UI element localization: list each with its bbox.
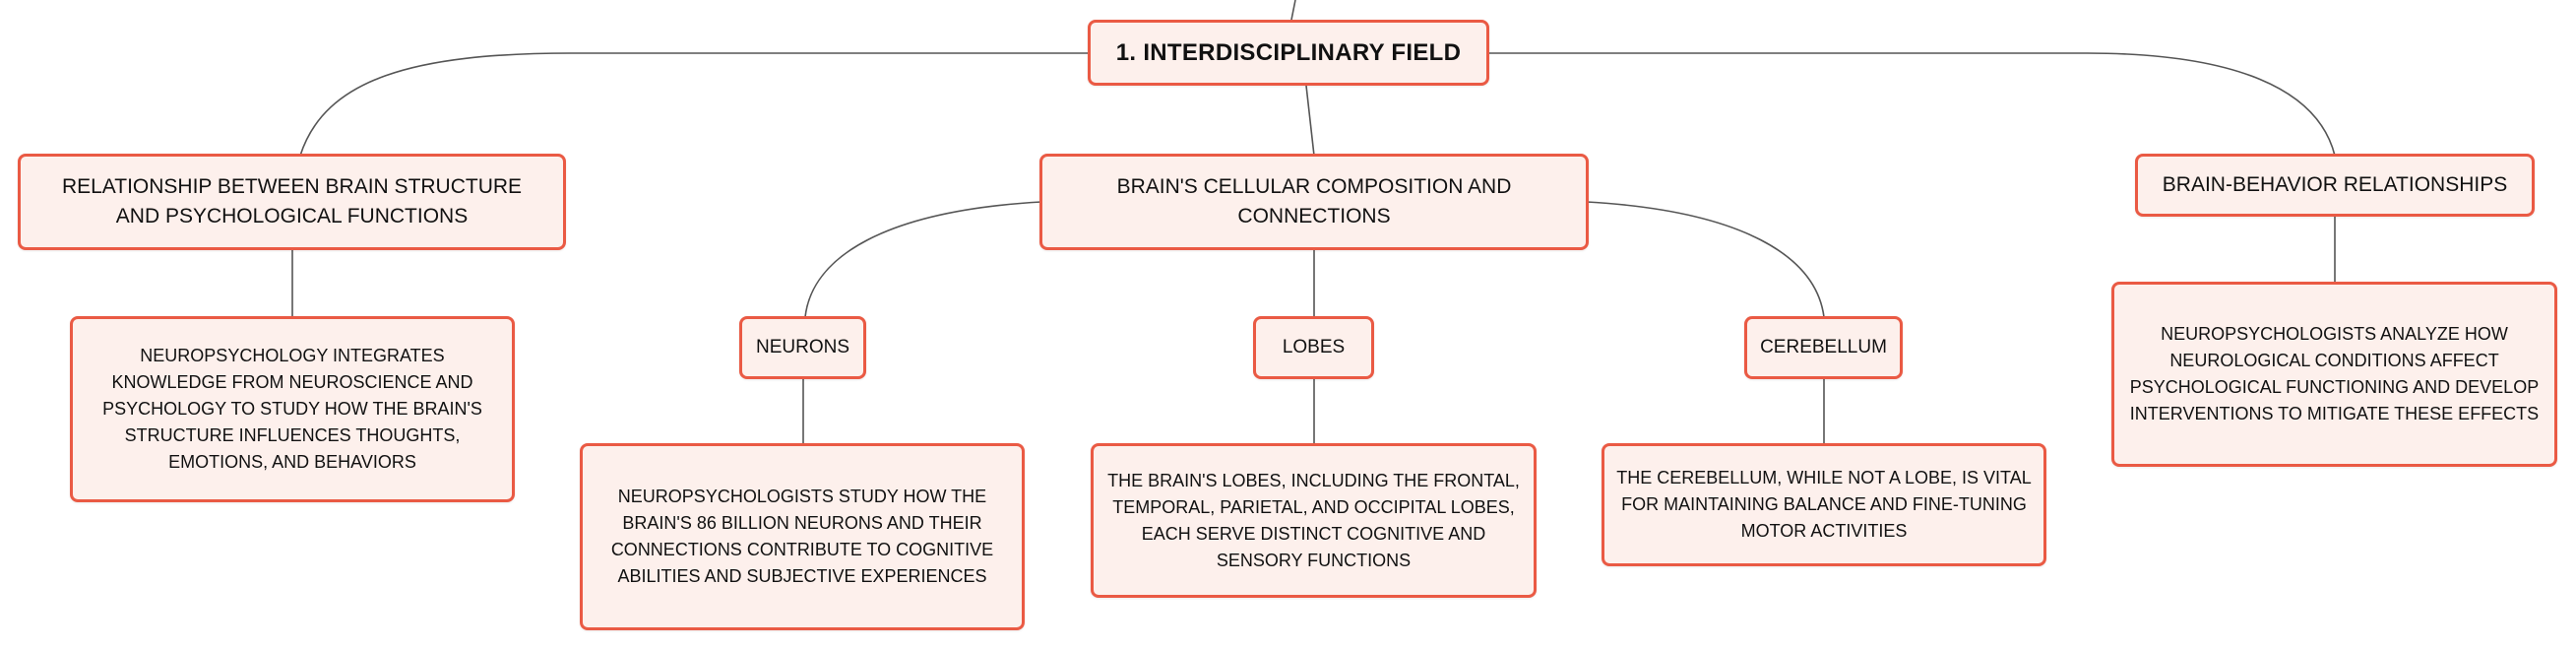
detail-node-cerebellum[interactable]: THE CEREBELLUM, WHILE NOT A LOBE, IS VIT… <box>1602 443 2046 566</box>
sub-node-label: LOBES <box>1282 337 1346 358</box>
branch-node-cellular-composition[interactable]: BRAIN'S CELLULAR COMPOSITION AND CONNECT… <box>1039 154 1589 250</box>
detail-node-brain-behavior[interactable]: NEUROPSYCHOLOGISTS ANALYZE HOW NEUROLOGI… <box>2111 282 2557 467</box>
detail-node-text: THE BRAIN'S LOBES, INCLUDING THE FRONTAL… <box>1107 470 1520 570</box>
detail-node-text: THE CEREBELLUM, WHILE NOT A LOBE, IS VIT… <box>1616 468 2032 541</box>
branch-node-label: RELATIONSHIP BETWEEN BRAIN STRUCTURE AND… <box>61 175 523 228</box>
branch-node-brain-structure[interactable]: RELATIONSHIP BETWEEN BRAIN STRUCTURE AND… <box>18 154 566 250</box>
connector-parent-to-root <box>1290 0 1296 21</box>
branch-node-label: BRAIN'S CELLULAR COMPOSITION AND CONNECT… <box>1116 175 1512 228</box>
connector-root-to-branch-center <box>1305 85 1315 157</box>
detail-node-lobes[interactable]: THE BRAIN'S LOBES, INCLUDING THE FRONTAL… <box>1091 443 1537 598</box>
detail-node-text: NEUROPSYCHOLOGY INTEGRATES KNOWLEDGE FRO… <box>102 346 482 472</box>
detail-node-text: NEUROPSYCHOLOGISTS STUDY HOW THE BRAIN'S… <box>610 487 994 586</box>
root-node-label: 1. INTERDISCIPLINARY FIELD <box>1115 38 1462 66</box>
connector-center-to-neurons <box>804 201 1042 318</box>
connector-root-to-branch-right <box>1484 52 2336 157</box>
root-node[interactable]: 1. INTERDISCIPLINARY FIELD <box>1088 20 1489 86</box>
detail-node-brain-structure[interactable]: NEUROPSYCHOLOGY INTEGRATES KNOWLEDGE FRO… <box>70 316 515 502</box>
sub-node-cerebellum[interactable]: CEREBELLUM <box>1744 316 1903 379</box>
connector-root-to-branch-left <box>299 52 1088 157</box>
branch-node-brain-behavior[interactable]: BRAIN-BEHAVIOR RELATIONSHIPS <box>2135 154 2535 217</box>
detail-node-neurons[interactable]: NEUROPSYCHOLOGISTS STUDY HOW THE BRAIN'S… <box>580 443 1025 630</box>
sub-node-label: CEREBELLUM <box>1760 337 1887 358</box>
sub-node-lobes[interactable]: LOBES <box>1253 316 1374 379</box>
sub-node-label: NEURONS <box>755 337 849 358</box>
connector-center-to-cerebellum <box>1586 201 1825 318</box>
branch-node-label: BRAIN-BEHAVIOR RELATIONSHIPS <box>2162 173 2508 196</box>
sub-node-neurons[interactable]: NEURONS <box>739 316 866 379</box>
detail-node-text: NEUROPSYCHOLOGISTS ANALYZE HOW NEUROLOGI… <box>2129 324 2540 423</box>
